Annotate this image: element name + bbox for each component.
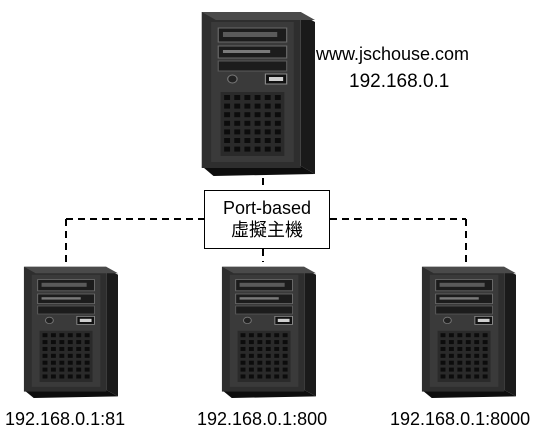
main-server-ip: 192.168.0.1 (349, 71, 450, 92)
main-server-grille (224, 95, 281, 152)
virtual-host-type: Port-based (222, 197, 312, 218)
virtual-host-address-3: 192.168.0.1:8000 (390, 409, 531, 429)
main-server (201, 11, 316, 177)
virtual-host-caption: 虛擬主機 (231, 219, 303, 241)
virtual-host-server-1 (23, 266, 119, 399)
virtual-host-server-3 (421, 266, 517, 399)
main-server-hostname: www.jschouse.com (316, 44, 470, 64)
virtual-host-server-2 (221, 266, 317, 399)
virtual-host-address-2: 192.168.0.1:800 (197, 409, 328, 429)
virtual-host-address-1: 192.168.0.1:81 (5, 409, 126, 429)
virtual-host-label-box: Port-based 虛擬主機 (204, 190, 330, 249)
connection-lines (65, 178, 467, 262)
